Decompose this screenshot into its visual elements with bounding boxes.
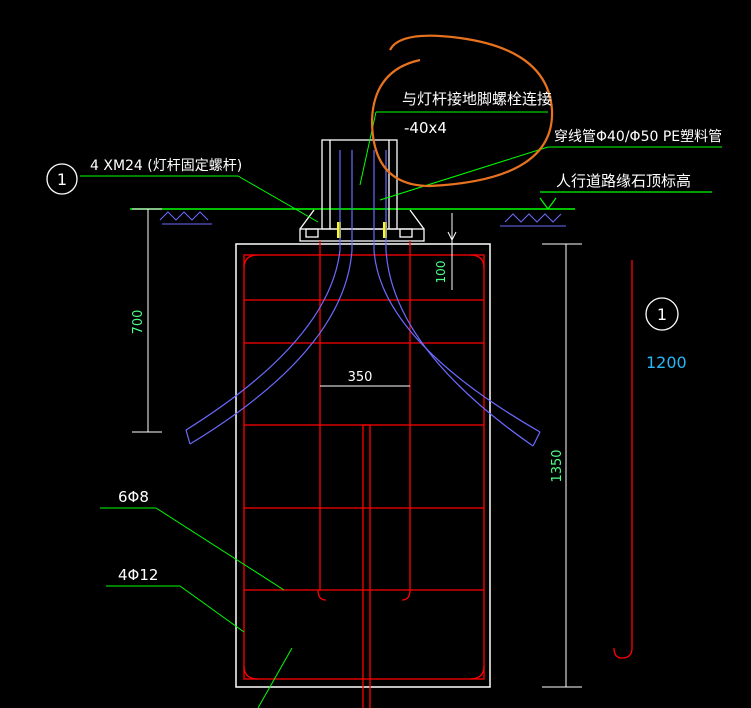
- rebar-cage: [243, 241, 485, 708]
- dim-100: 100: [434, 261, 448, 284]
- dim-700: 700: [131, 310, 146, 335]
- leader-lines: [80, 111, 722, 708]
- rebar-1200: [613, 260, 633, 659]
- label-anchor-bolts: 4 XM24 (灯杆固定螺杆): [90, 158, 242, 174]
- marker-right: 1: [645, 297, 679, 331]
- marker-right-text: 1: [657, 305, 667, 324]
- dimension-lines: [132, 208, 582, 688]
- marker-left: 1: [46, 163, 78, 195]
- marker-left-text: 1: [57, 170, 67, 189]
- pole-base: [299, 139, 425, 242]
- label-main-bar: 4Φ12: [118, 566, 158, 584]
- dim-1350: 1350: [550, 449, 565, 482]
- label-curb-elevation: 人行道路缘石顶标高: [556, 172, 691, 190]
- label-flat-steel: -40x4: [404, 119, 447, 137]
- label-bolt-connection: 与灯杆接地脚螺栓连接: [402, 90, 552, 108]
- label-conduit: 穿线管Φ40/Φ50 PE塑料管: [554, 129, 722, 145]
- pole-bolts: [337, 222, 387, 238]
- conduit-pipes: [185, 150, 541, 447]
- highlight-circle: [370, 34, 554, 188]
- dim-350: 350: [348, 370, 373, 385]
- label-stirrup: 6Φ8: [118, 488, 149, 506]
- elevation-marker: [539, 191, 712, 211]
- dim-1200: 1200: [646, 353, 687, 372]
